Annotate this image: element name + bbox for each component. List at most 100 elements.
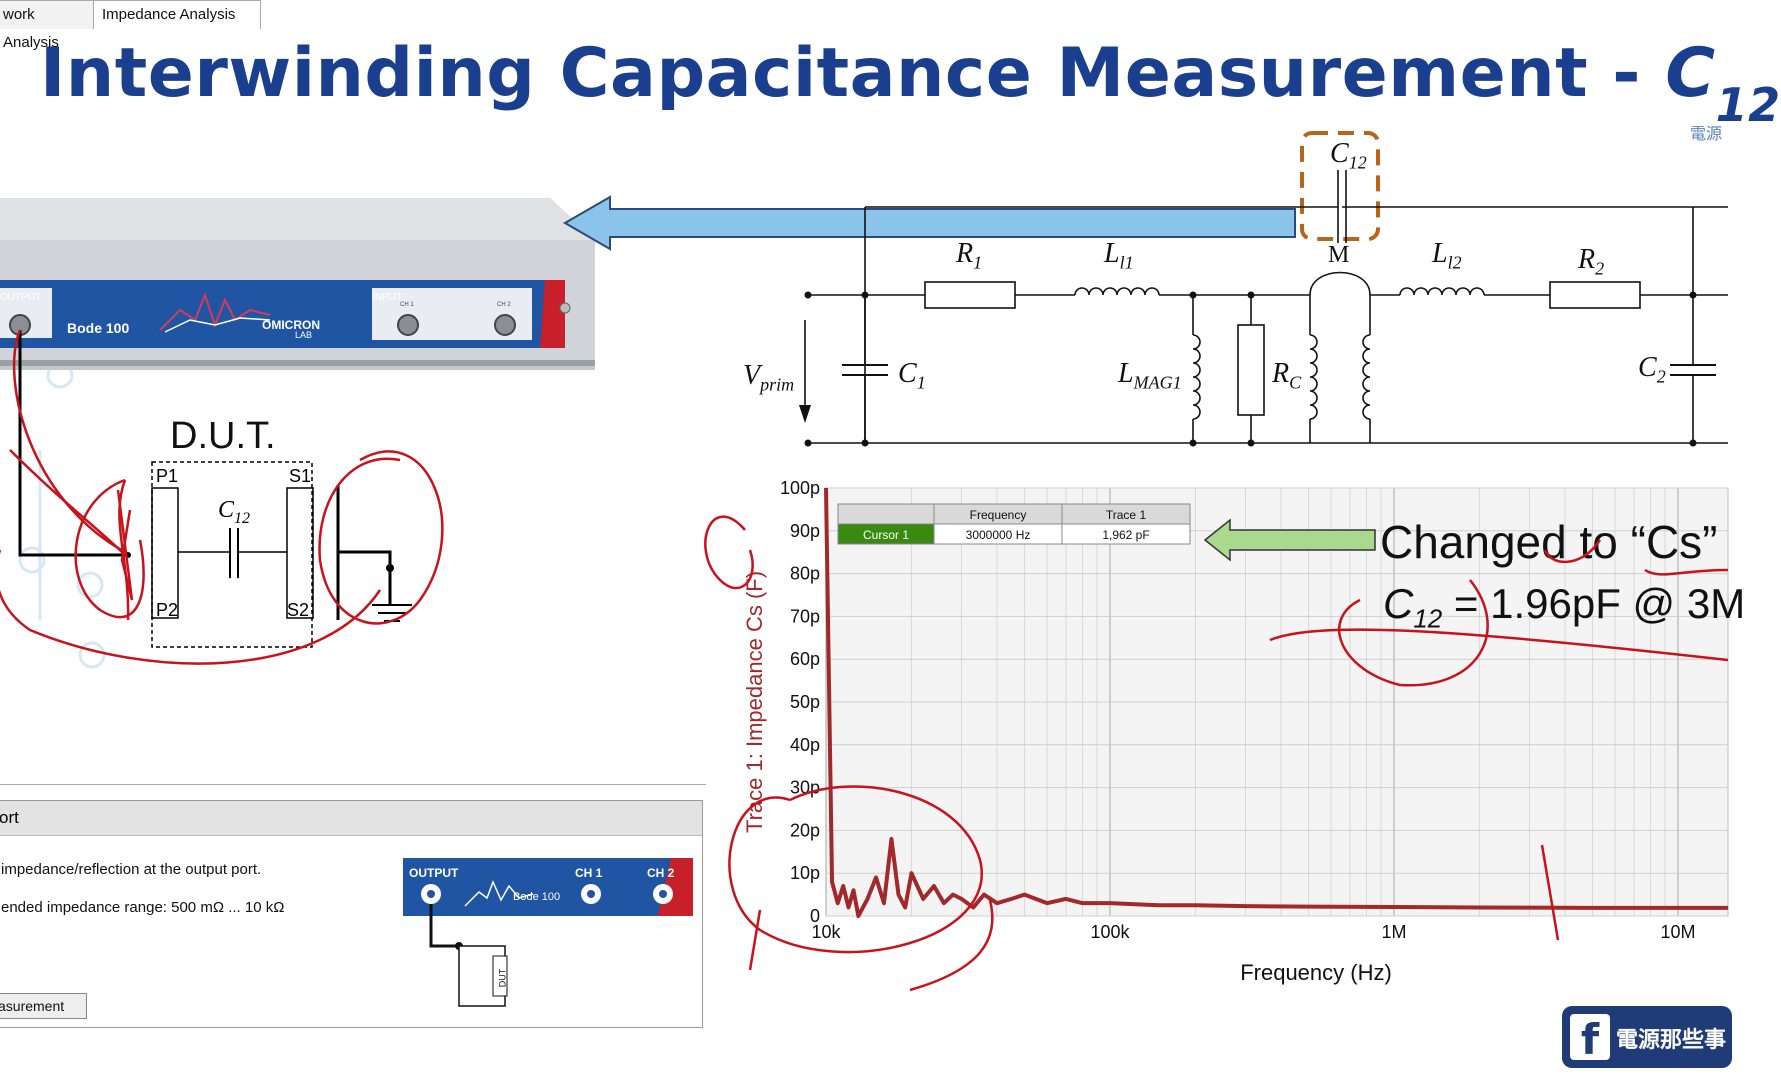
start-measurement-button[interactable]: asurement bbox=[0, 993, 87, 1019]
circuit-m-label: M bbox=[1328, 242, 1350, 268]
device-output-label: OUTPUT bbox=[0, 292, 42, 303]
circuit-c2-label: C2 bbox=[1638, 352, 1666, 387]
panel-header: ort bbox=[0, 801, 702, 836]
x-tick-label: 10k bbox=[811, 922, 841, 942]
data-point bbox=[831, 881, 833, 883]
x-tick-label: 1M bbox=[1381, 922, 1406, 942]
device-input-label: INPUT bbox=[372, 292, 402, 303]
panel-description-line1: impedance/reflection at the output port. bbox=[1, 861, 262, 878]
y-tick-label: 90p bbox=[790, 521, 820, 541]
data-point bbox=[1159, 904, 1161, 906]
panel-description-line2: ended impedance range: 500 mΩ ... 10 kΩ bbox=[1, 899, 285, 916]
bode-connection-diagram bbox=[403, 858, 693, 1007]
data-point bbox=[866, 898, 868, 900]
y-tick-label: 10p bbox=[790, 863, 820, 883]
data-point bbox=[1677, 907, 1679, 909]
cursor-table: Frequency Trace 1 Cursor 1 3000000 Hz 1,… bbox=[837, 503, 1191, 545]
data-point bbox=[943, 902, 945, 904]
device-ch1-label: CH 1 bbox=[400, 302, 414, 308]
data-point bbox=[837, 902, 839, 904]
y-axis-label: Trace 1: Impedance Cs (F) bbox=[742, 571, 767, 833]
dut-s1-label: S1 bbox=[289, 466, 312, 486]
mini-ch1-label: CH 1 bbox=[575, 866, 603, 880]
circuit-ll1-label: Ll1 bbox=[1104, 238, 1134, 273]
data-point bbox=[1727, 907, 1729, 909]
dut-cap-label: C12 bbox=[218, 497, 251, 527]
data-point bbox=[1194, 904, 1196, 906]
facebook-badge[interactable]: f 電源那些事 bbox=[1562, 1006, 1732, 1068]
mini-dut-label: DUT bbox=[497, 968, 508, 988]
data-point bbox=[933, 885, 935, 887]
data-point bbox=[890, 838, 892, 840]
y-tick-label: 20p bbox=[790, 820, 820, 840]
arrow-left-icon bbox=[1203, 518, 1376, 562]
x-tick-label: 100k bbox=[1090, 922, 1130, 942]
table-header-frequency: Frequency bbox=[970, 508, 1027, 522]
dut-schematic bbox=[0, 329, 444, 665]
device-brand-label: OMICRON bbox=[262, 318, 320, 332]
table-cursor-name: Cursor 1 bbox=[863, 528, 909, 542]
data-point bbox=[922, 898, 924, 900]
c12-value-annotation: C12 = 1.96pF @ 3M bbox=[1383, 580, 1746, 634]
dut-p2-label: P2 bbox=[156, 600, 179, 620]
data-point bbox=[1308, 906, 1310, 908]
bode100-device-image bbox=[0, 198, 595, 370]
y-tick-label: 60p bbox=[790, 649, 820, 669]
device-model-label: Bode 100 bbox=[67, 320, 130, 336]
data-point bbox=[1109, 902, 1111, 904]
tab-network-analysis[interactable]: work Analysis bbox=[0, 0, 96, 51]
circuit-rc-label: RC bbox=[1272, 358, 1302, 393]
table-header-trace1: Trace 1 bbox=[1106, 508, 1147, 522]
data-point bbox=[972, 906, 974, 908]
data-point bbox=[847, 906, 849, 908]
data-point bbox=[825, 487, 827, 489]
handwritten-annotations bbox=[704, 515, 1729, 992]
circuit-c1-label: C1 bbox=[898, 358, 926, 393]
data-point bbox=[1393, 906, 1395, 908]
data-point bbox=[857, 915, 859, 917]
facebook-page-name: 電源那些事 bbox=[1616, 1027, 1727, 1052]
data-point bbox=[897, 894, 899, 896]
tab-impedance-analysis[interactable]: Impedance Analysis bbox=[93, 0, 261, 29]
y-tick-label: 70p bbox=[790, 606, 820, 626]
data-point bbox=[983, 894, 985, 896]
mini-model-label: Bode 100 bbox=[513, 891, 561, 903]
measurement-panel: ort impedance/reflection at the output p… bbox=[0, 800, 703, 1028]
data-point bbox=[961, 898, 963, 900]
data-point bbox=[1081, 902, 1083, 904]
data-point bbox=[883, 902, 885, 904]
y-tick-label: 100p bbox=[780, 478, 820, 498]
circuit-vprim-label: Vprim bbox=[743, 360, 795, 395]
dut-p1-label: P1 bbox=[156, 466, 179, 486]
dut-s2-label: S2 bbox=[287, 600, 310, 620]
data-point bbox=[1528, 907, 1530, 909]
page-title: Interwinding Capacitance Measurement - C… bbox=[40, 34, 1781, 132]
watermark-text: 電源 bbox=[1690, 126, 1723, 143]
data-point bbox=[1591, 907, 1593, 909]
data-point bbox=[1011, 898, 1013, 900]
data-point bbox=[875, 876, 877, 878]
changed-to-annotation: Changed to “Cs” bbox=[1380, 516, 1718, 568]
data-point bbox=[904, 906, 906, 908]
y-tick-label: 40p bbox=[790, 735, 820, 755]
data-point bbox=[1046, 902, 1048, 904]
dut-label: D.U.T. bbox=[170, 415, 276, 457]
circuit-c12-label: C12 bbox=[1330, 138, 1367, 173]
y-tick-label: 80p bbox=[790, 564, 820, 584]
device-brand-sub-label: LAB bbox=[295, 330, 313, 340]
tab-divider bbox=[0, 784, 706, 785]
y-tick-label: 0 bbox=[810, 906, 820, 926]
device-ch2-label: CH 2 bbox=[497, 302, 511, 308]
data-point bbox=[1024, 894, 1026, 896]
circuit-lmag-label: LMAG1 bbox=[1118, 358, 1182, 393]
facebook-icon: f bbox=[1570, 1014, 1610, 1064]
data-point bbox=[996, 902, 998, 904]
x-axis-label: Frequency (Hz) bbox=[1240, 960, 1392, 985]
data-point bbox=[1478, 906, 1480, 908]
table-cursor-value: 1,962 pF bbox=[1102, 528, 1149, 542]
data-point bbox=[1244, 905, 1246, 907]
x-tick-label: 10M bbox=[1660, 922, 1695, 942]
circuit-r2-label: R2 bbox=[1578, 244, 1605, 279]
data-point bbox=[952, 894, 954, 896]
